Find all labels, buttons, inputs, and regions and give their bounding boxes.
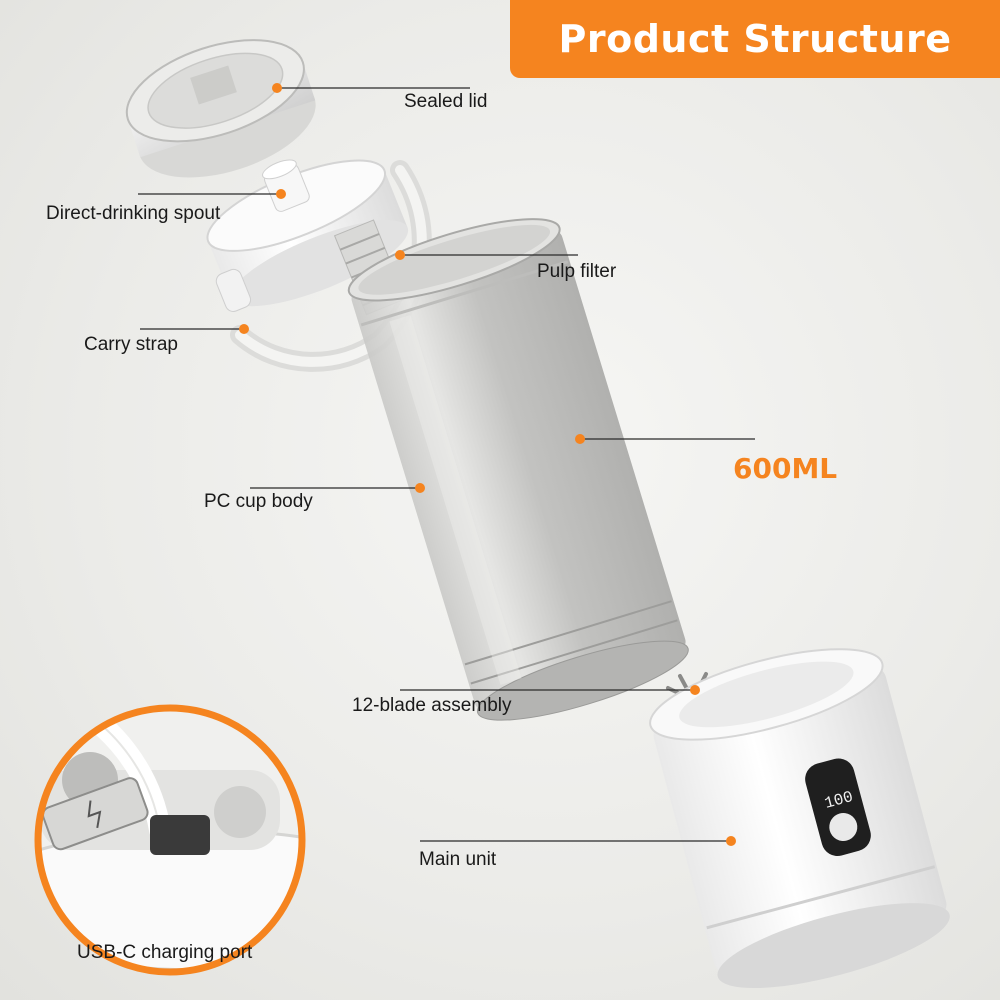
label-direct-drinking-spout: Direct-drinking spout [46, 203, 221, 224]
label-usb-c-charging-port: USB-C charging port [77, 942, 253, 963]
callout-dots [239, 83, 736, 846]
page-title: Product Structure [558, 17, 952, 61]
label-sealed-lid: Sealed lid [404, 91, 488, 112]
label-12-blade-assembly: 12-blade assembly [352, 695, 512, 716]
usb-inset [34, 704, 306, 976]
label-pc-cup-body: PC cup body [204, 491, 313, 512]
sealed-lid-part [125, 39, 316, 178]
callout-lines [138, 87, 755, 842]
label-carry-strap: Carry strap [84, 334, 178, 355]
label-main-unit: Main unit [419, 849, 497, 870]
main-unit-part [649, 648, 950, 989]
label-pulp-filter: Pulp filter [537, 261, 617, 282]
title-banner: Product Structure [510, 0, 1000, 78]
pc-cup-body-part [347, 218, 689, 721]
label-capacity: 600ML [733, 452, 838, 485]
